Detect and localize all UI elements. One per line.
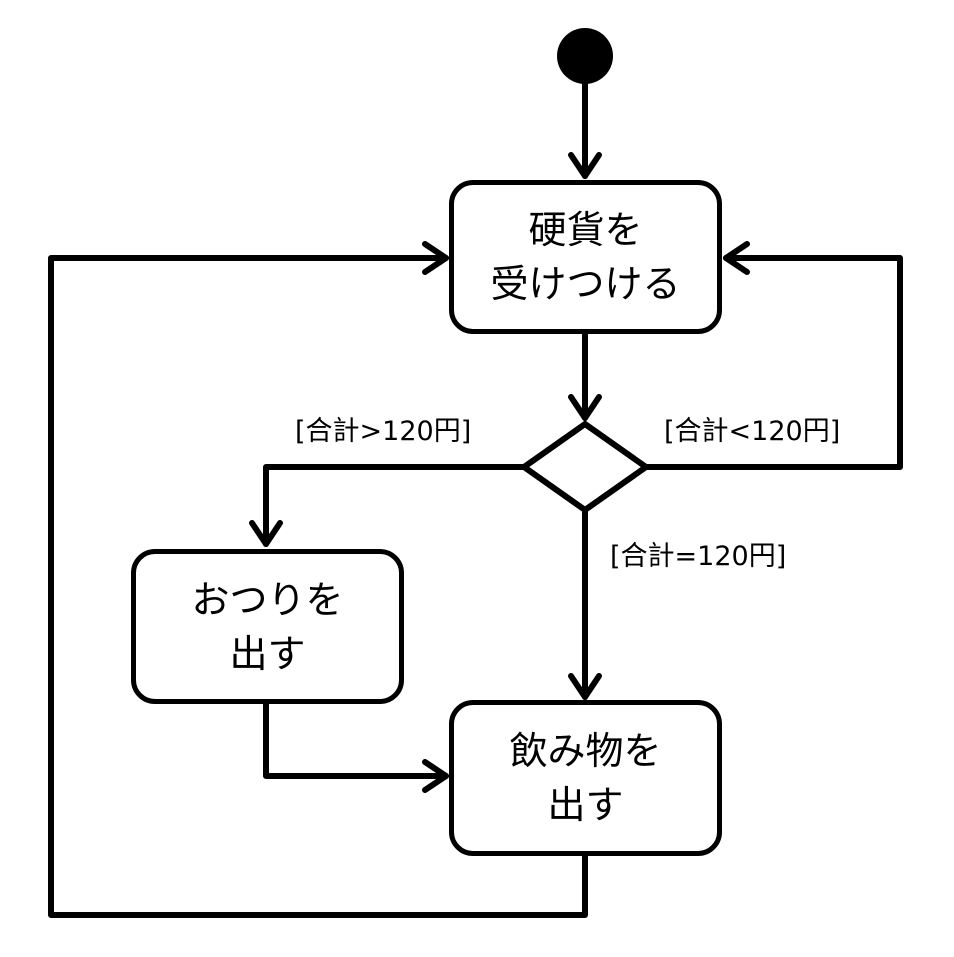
guard-less-label: [合計<120円] xyxy=(664,416,841,447)
initial-node xyxy=(557,28,613,84)
edge-decision-to-accept-coins xyxy=(643,241,903,470)
action-give-change-label: おつりを 出す xyxy=(191,577,344,676)
action-dispense-drink: 飲み物を 出す xyxy=(449,700,722,856)
edge-accept-coins-to-decision xyxy=(568,331,602,421)
guard-equal-label: [合計=120円] xyxy=(610,541,787,572)
guard-greater-label: [合計>120円] xyxy=(295,416,472,447)
action-dispense-drink-label: 飲み物を 出す xyxy=(509,729,662,827)
edge-start-to-accept-coins xyxy=(568,79,602,179)
edge-decision-to-give-change xyxy=(249,464,527,547)
edge-decision-to-dispense-drink xyxy=(568,507,602,700)
action-accept-coins: 硬貨を 受けつける xyxy=(449,180,722,334)
action-give-change: おつりを 出す xyxy=(131,549,404,704)
edge-give-change-to-dispense-drink xyxy=(263,701,449,793)
action-accept-coins-label: 硬貨を 受けつける xyxy=(490,208,681,306)
decision-node xyxy=(518,420,652,514)
edge-dispense-drink-to-accept-coins xyxy=(48,241,588,918)
